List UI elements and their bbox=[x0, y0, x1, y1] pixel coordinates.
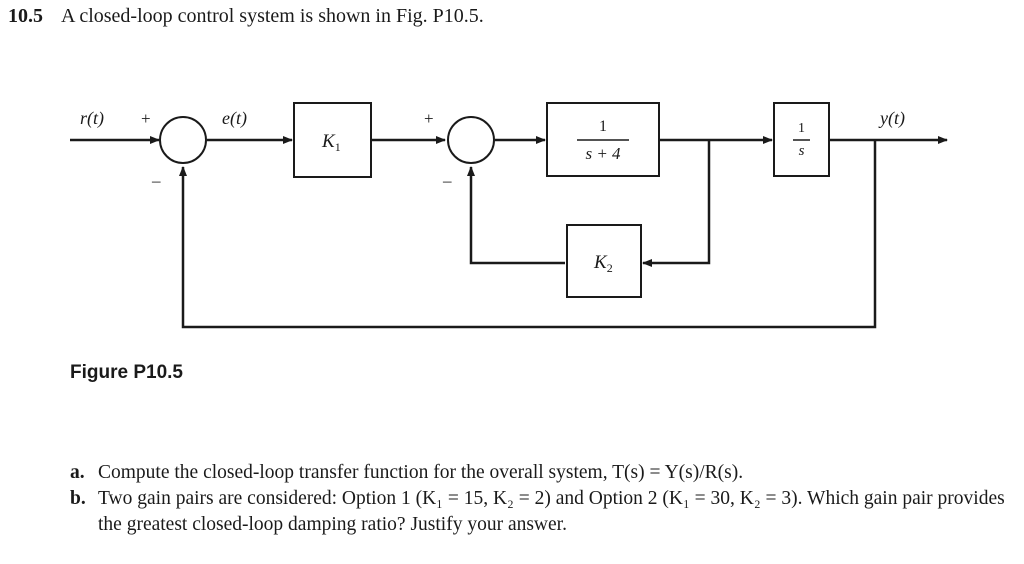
part-text: Compute the closed-loop transfer functio… bbox=[98, 462, 744, 483]
problem-number: 10.5 bbox=[8, 5, 43, 27]
k2-label: K2 bbox=[593, 252, 613, 275]
outer-plus-sign: + bbox=[141, 109, 151, 128]
part-b: b. Two gain pairs are considered: Option… bbox=[70, 486, 1020, 538]
inner-minus-sign: – bbox=[442, 171, 452, 190]
part-label: b. bbox=[70, 488, 86, 509]
output-label: y(t) bbox=[878, 108, 905, 129]
integrator-numerator: 1 bbox=[798, 121, 805, 136]
plant-denominator: s + 4 bbox=[585, 144, 621, 163]
part-text: Two gain pairs are considered: Option 1 … bbox=[98, 488, 1005, 535]
figure-caption: Figure P10.5 bbox=[70, 362, 183, 383]
part-label: a. bbox=[70, 462, 85, 483]
k2-gain-block bbox=[566, 224, 642, 298]
problem-statement: A closed-loop control system is shown in… bbox=[61, 5, 484, 27]
error-label: e(t) bbox=[222, 108, 247, 129]
inner-plus-sign: + bbox=[424, 109, 434, 128]
plant-numerator: 1 bbox=[599, 118, 607, 135]
inner-summing-junction bbox=[447, 116, 495, 164]
outer-minus-sign: – bbox=[151, 171, 161, 190]
integrator-denominator: s bbox=[799, 143, 805, 159]
outer-summing-junction bbox=[159, 116, 207, 164]
k1-label: K1 bbox=[321, 131, 341, 154]
inner-feedback-pickoff-line bbox=[642, 140, 711, 267]
outer-feedback-line bbox=[179, 140, 877, 329]
input-label: r(t) bbox=[80, 108, 104, 129]
k1-gain-block bbox=[293, 102, 372, 178]
problem-parts: a. Compute the closed-loop transfer func… bbox=[70, 460, 1020, 538]
problem-header: 10.5 A closed-loop control system is show… bbox=[8, 5, 484, 28]
inner-feedback-return-line bbox=[467, 166, 565, 265]
block-diagram: r(t) + – e(t) + – y(t) K1 1 s + 4 1 s K2 bbox=[70, 102, 948, 329]
part-a: a. Compute the closed-loop transfer func… bbox=[70, 460, 1020, 486]
